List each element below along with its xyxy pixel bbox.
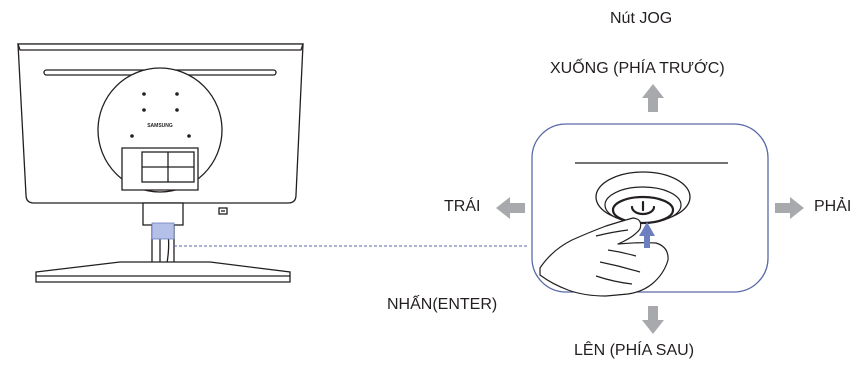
arrow-right-icon bbox=[775, 197, 804, 219]
arrow-up-icon bbox=[642, 84, 664, 112]
direction-label-up: XUỐNG (PHÍA TRƯỚC) bbox=[550, 60, 725, 77]
power-icon bbox=[630, 200, 656, 216]
press-arrow-icon bbox=[639, 222, 655, 248]
hand-icon bbox=[539, 217, 669, 297]
arrow-down-icon bbox=[642, 306, 664, 334]
arrow-left-icon bbox=[496, 197, 525, 219]
jog-button-location-highlight bbox=[151, 222, 175, 240]
monitor-rear-illustration bbox=[17, 43, 304, 283]
direction-label-left: TRÁI bbox=[444, 198, 481, 215]
monitor-logo: SAMSUNG bbox=[147, 123, 173, 129]
press-enter-label: NHẤN(ENTER) bbox=[387, 296, 498, 313]
jog-button-callout bbox=[531, 123, 769, 297]
direction-label-down: LÊN (PHÍA SAU) bbox=[574, 342, 695, 359]
jog-button-title: Nút JOG bbox=[610, 10, 673, 27]
direction-label-right: PHẢI bbox=[814, 198, 852, 215]
